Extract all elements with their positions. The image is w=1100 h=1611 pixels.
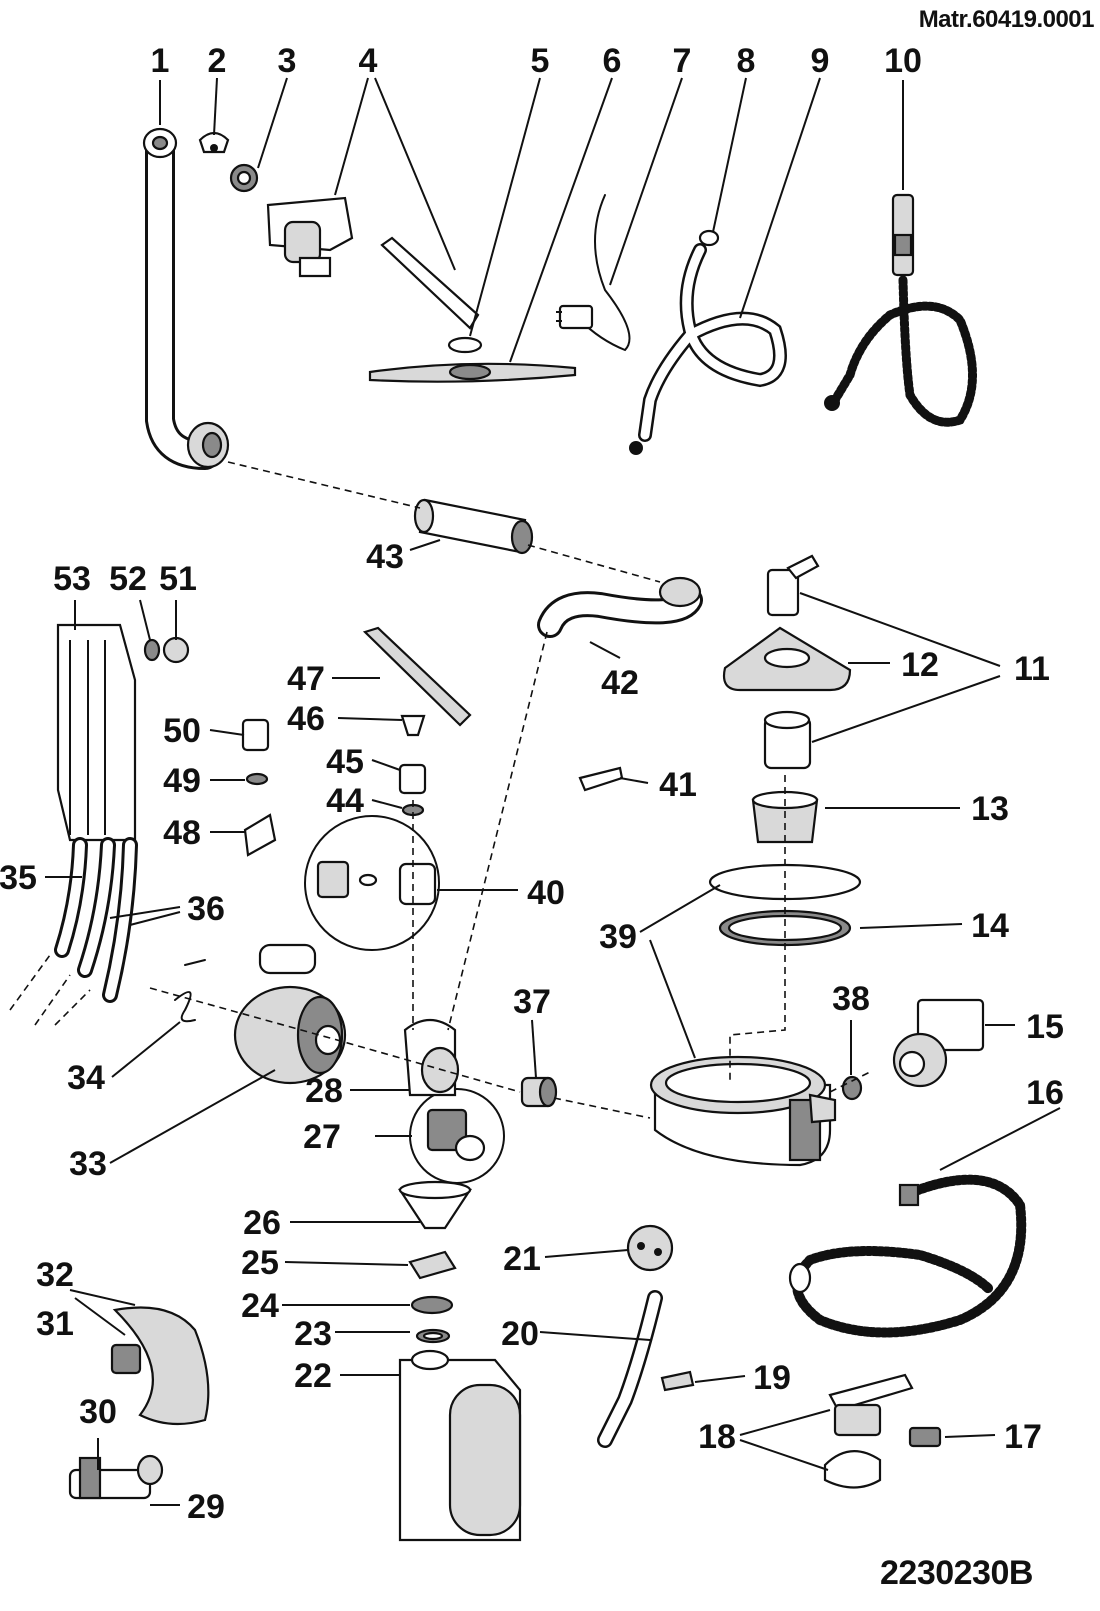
callout-39: 39 xyxy=(599,918,637,956)
callout-53: 53 xyxy=(53,560,91,598)
part-clip xyxy=(578,766,624,792)
callout-51: 51 xyxy=(159,560,197,598)
part-power-cable xyxy=(556,194,631,352)
drawing-number: 2230230B xyxy=(880,1554,1033,1592)
callout-numbers: 1 2 3 4 5 6 7 8 9 10 11 12 13 14 15 16 1… xyxy=(0,42,1064,1526)
callout-44: 44 xyxy=(326,782,364,820)
callout-46: 46 xyxy=(287,700,325,738)
callout-11: 11 xyxy=(1014,650,1050,688)
callout-27: 27 xyxy=(303,1118,341,1156)
part-long-hose xyxy=(788,1174,1027,1338)
callout-6: 6 xyxy=(603,42,622,80)
callout-29: 29 xyxy=(187,1488,225,1526)
callout-50: 50 xyxy=(163,712,201,750)
part-small-hose xyxy=(597,1224,674,1448)
part-pump xyxy=(841,998,985,1101)
callout-40: 40 xyxy=(527,874,565,912)
part-air-break xyxy=(54,623,190,1003)
callout-3: 3 xyxy=(278,42,297,80)
callout-16: 16 xyxy=(1026,1074,1064,1112)
callout-52: 52 xyxy=(109,560,147,598)
callout-20: 20 xyxy=(501,1315,539,1353)
callout-45: 45 xyxy=(326,743,364,781)
callout-31: 31 xyxy=(36,1305,74,1343)
callout-13: 13 xyxy=(971,790,1009,828)
part-inlet-hose xyxy=(629,229,787,455)
callout-1: 1 xyxy=(151,42,170,80)
callout-30: 30 xyxy=(79,1393,117,1431)
callout-36: 36 xyxy=(187,890,225,928)
material-code: Matr.60419.0001 xyxy=(918,6,1095,33)
callout-4: 4 xyxy=(359,42,378,80)
part-inlet-valve xyxy=(68,1306,210,1500)
callout-38: 38 xyxy=(832,980,870,1018)
callout-17: 17 xyxy=(1004,1418,1042,1456)
part-aquastop-hose xyxy=(824,193,977,427)
part-bush xyxy=(520,1076,558,1108)
part-valve-group xyxy=(304,815,505,1184)
callout-21: 21 xyxy=(503,1240,541,1278)
callout-25: 25 xyxy=(241,1244,279,1282)
callout-32: 32 xyxy=(36,1256,74,1294)
callout-8: 8 xyxy=(737,42,756,80)
callout-42: 42 xyxy=(601,664,639,702)
part-circulation-hose xyxy=(537,576,703,638)
callout-10: 10 xyxy=(884,42,922,80)
callout-2: 2 xyxy=(208,42,227,80)
callout-5: 5 xyxy=(531,42,550,80)
callout-34: 34 xyxy=(67,1059,105,1097)
callout-18: 18 xyxy=(698,1418,736,1456)
callout-12: 12 xyxy=(901,646,939,684)
callout-41: 41 xyxy=(659,766,697,804)
callout-24: 24 xyxy=(241,1287,279,1325)
connection-lines xyxy=(9,461,871,1119)
callout-19: 19 xyxy=(753,1359,791,1397)
part-lower-spray-arm xyxy=(241,626,472,857)
part-dispenser xyxy=(198,131,354,278)
part-wash-motor xyxy=(174,943,347,1085)
callout-15: 15 xyxy=(1026,1008,1064,1046)
part-pressure-switch xyxy=(660,1370,942,1489)
part-drain-hose xyxy=(142,127,230,470)
callout-35: 35 xyxy=(0,859,37,897)
callout-48: 48 xyxy=(163,814,201,852)
callout-33: 33 xyxy=(69,1145,107,1183)
callout-9: 9 xyxy=(811,42,830,80)
callout-28: 28 xyxy=(305,1072,343,1110)
callout-49: 49 xyxy=(163,762,201,800)
callout-7: 7 xyxy=(673,42,692,80)
callout-43: 43 xyxy=(366,538,404,576)
callout-26: 26 xyxy=(243,1204,281,1242)
part-sump xyxy=(649,1055,837,1167)
part-upper-spray-arm xyxy=(368,236,577,383)
callout-47: 47 xyxy=(287,660,325,698)
callout-23: 23 xyxy=(294,1315,332,1353)
leader-lines xyxy=(45,77,1061,1506)
callout-22: 22 xyxy=(294,1357,332,1395)
callout-14: 14 xyxy=(971,907,1009,945)
callout-37: 37 xyxy=(513,983,551,1021)
part-filter-group xyxy=(708,554,862,947)
part-hose-connector xyxy=(413,498,534,555)
part-water-softener xyxy=(397,1180,522,1542)
